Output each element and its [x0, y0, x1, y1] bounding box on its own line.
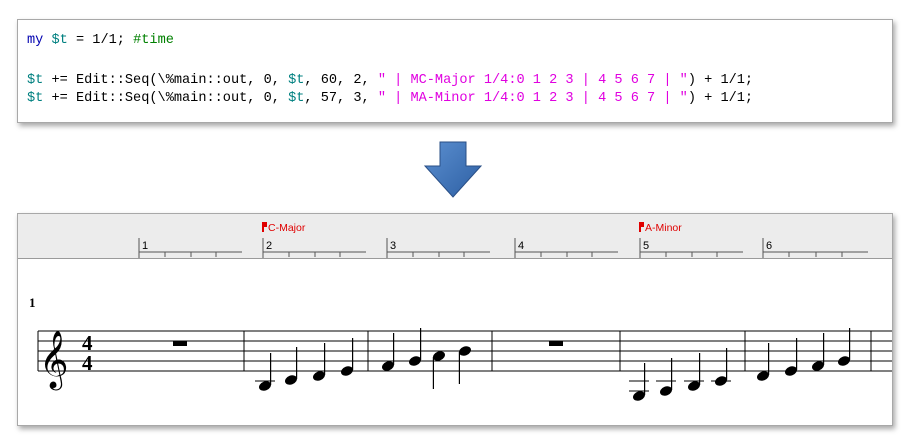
- note-head: [688, 381, 700, 391]
- sequence-string: " | MA-Minor 1/4:0 1 2 3 | 4 5 6 7 | ": [377, 91, 688, 106]
- variable-t: $t: [51, 33, 68, 48]
- barlines: [37, 331, 872, 371]
- comment-time: #time: [133, 33, 174, 48]
- variable-t: $t: [288, 91, 305, 106]
- variable-t: $t: [288, 73, 305, 88]
- keyword-my: my: [27, 33, 44, 48]
- whole-rest: [549, 341, 563, 346]
- down-arrow-icon: [423, 141, 483, 198]
- time-signature-top: 4: [82, 331, 93, 355]
- music-staff[interactable]: 𝄞 4 4: [18, 258, 892, 425]
- note-head: [341, 366, 353, 376]
- note-head: [285, 375, 297, 385]
- ruler-ticks: [138, 222, 868, 258]
- marker-a-minor[interactable]: A-Minor: [645, 222, 682, 234]
- marker-flag-icon: [262, 222, 267, 227]
- ruler-measure-6: 6: [766, 240, 773, 252]
- marker-flag-icon: [639, 222, 644, 227]
- note-head: [633, 391, 645, 401]
- ruler-measure-1: 1: [142, 240, 149, 252]
- score-view-panel[interactable]: C-Major A-Minor 1 2 3 4 5 6 1 𝄞: [17, 213, 893, 426]
- whole-rest: [173, 341, 187, 346]
- code-text: = 1/1;: [67, 33, 134, 48]
- code-line-1: my $t = 1/1; #time: [27, 33, 174, 49]
- note-head: [382, 361, 394, 371]
- treble-clef-icon: 𝄞: [39, 330, 69, 391]
- variable-t: $t: [27, 73, 44, 88]
- note-head: [812, 361, 824, 371]
- note-head: [313, 371, 325, 381]
- note-head: [785, 366, 797, 376]
- measure-number: 1: [29, 295, 36, 310]
- sequence-string: " | MC-Major 1/4:0 1 2 3 | 4 5 6 7 | ": [377, 73, 688, 88]
- note-head: [259, 381, 271, 391]
- code-text: += Edit::Seq(\%main::out, 0,: [43, 91, 289, 106]
- code-args: , 57, 3,: [304, 91, 378, 106]
- timeline-ruler[interactable]: C-Major A-Minor 1 2 3 4 5 6: [18, 214, 892, 259]
- note-head: [757, 371, 769, 381]
- note-head: [459, 346, 471, 356]
- code-args: , 60, 2,: [304, 73, 378, 88]
- code-text: += Edit::Seq(\%main::out, 0,: [43, 73, 289, 88]
- note-head: [409, 356, 421, 366]
- notes: [255, 328, 851, 401]
- code-tail: ) + 1/1;: [687, 73, 754, 88]
- note-head: [838, 356, 850, 366]
- note-head: [715, 376, 727, 386]
- code-tail: ) + 1/1;: [687, 91, 754, 106]
- note-head: [660, 386, 672, 396]
- ruler-measure-2: 2: [266, 240, 273, 252]
- code-line-3: $t += Edit::Seq(\%main::out, 0, $t, 57, …: [27, 91, 753, 107]
- ruler-measure-5: 5: [643, 240, 650, 252]
- code-line-2: $t += Edit::Seq(\%main::out, 0, $t, 60, …: [27, 73, 753, 89]
- note-head: [433, 351, 445, 361]
- variable-t: $t: [27, 91, 44, 106]
- ruler-measure-3: 3: [390, 240, 397, 252]
- ruler-measure-4: 4: [518, 240, 525, 252]
- marker-c-major[interactable]: C-Major: [268, 222, 306, 234]
- code-editor-panel[interactable]: my $t = 1/1; #time $t += Edit::Seq(\%mai…: [17, 19, 893, 123]
- time-signature-bottom: 4: [82, 351, 93, 375]
